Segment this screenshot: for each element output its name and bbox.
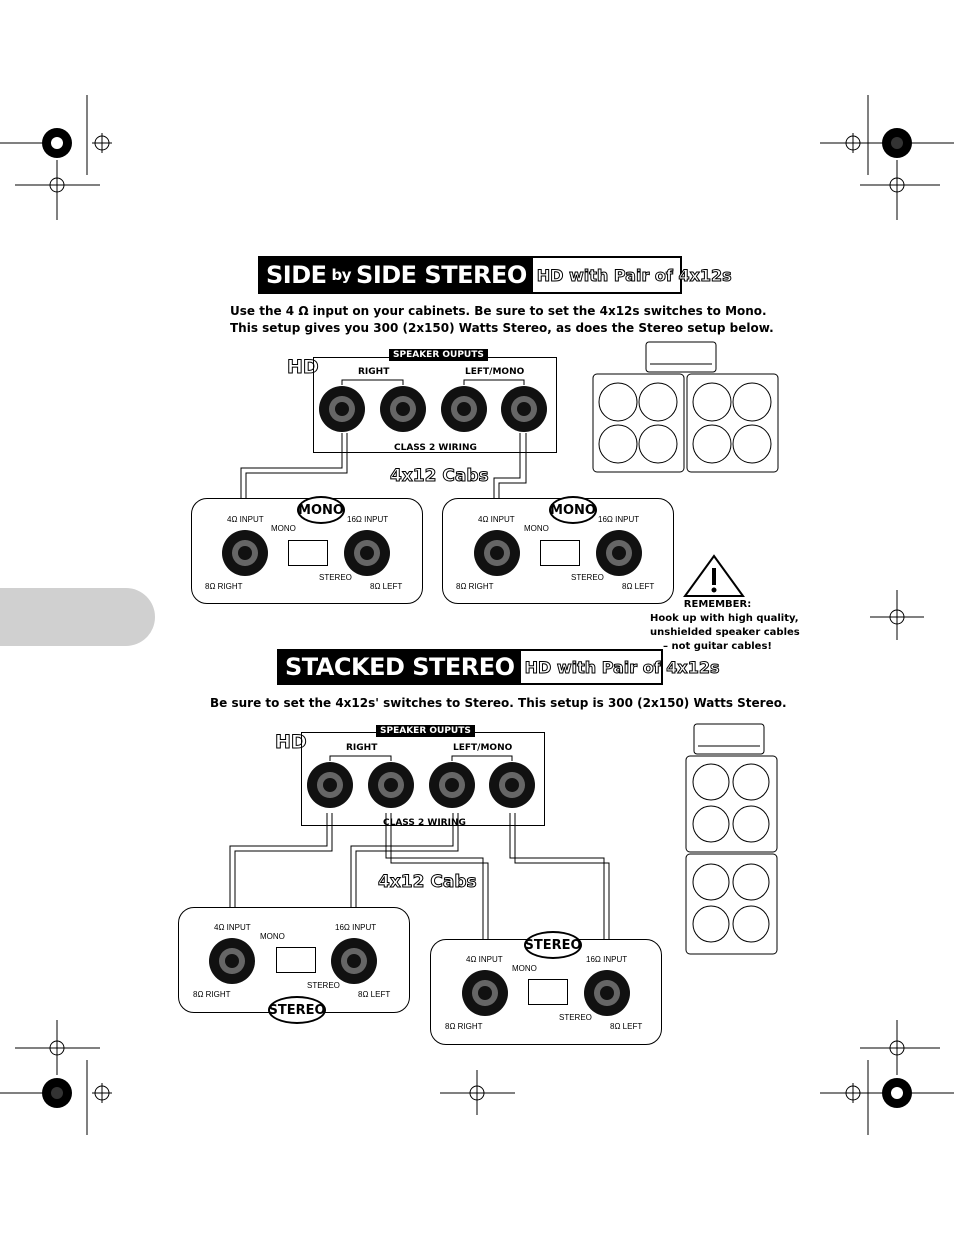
section2-subtitle: HD with Pair of 4x12s xyxy=(524,657,720,677)
instruction-line-1: Use the 4 Ω input on your cabinets. Be s… xyxy=(230,304,767,318)
mono-bubble: MONO xyxy=(297,496,345,524)
speaker-jack-right-2[interactable] xyxy=(368,762,414,808)
cab-jack-16ohm[interactable] xyxy=(331,938,377,984)
speaker-jack-left-1[interactable] xyxy=(429,762,475,808)
cab-jack-4ohm[interactable] xyxy=(209,938,255,984)
speaker-jack-right-2[interactable] xyxy=(380,386,426,432)
speaker-outputs-label: SPEAKER OUPUTS xyxy=(389,349,488,361)
mono-stereo-switch[interactable] xyxy=(288,540,328,566)
cab-jack-16ohm[interactable] xyxy=(344,530,390,576)
speaker-outputs-label: SPEAKER OUPUTS xyxy=(376,725,475,737)
class2-label: CLASS 2 WIRING xyxy=(383,818,466,828)
warning-icon xyxy=(683,554,745,597)
section1-subtitle: HD with Pair of 4x12s xyxy=(536,265,732,285)
section1-instructions: Use the 4 Ω input on your cabinets. Be s… xyxy=(230,303,774,337)
section1-title: SIDE by SIDE STEREO HD with Pair of 4x12… xyxy=(258,256,732,294)
section2-instructions: Be sure to set the 4x12s' switches to St… xyxy=(210,696,787,710)
cab-stereo-label: STEREO xyxy=(319,573,352,582)
cab-mono-label: MONO xyxy=(260,932,285,941)
cab-8ohm-left: 8Ω LEFT xyxy=(622,582,655,591)
remember-line-1: Hook up with high quality, xyxy=(650,613,799,624)
section2-title-main: STACKED STEREO xyxy=(279,651,521,683)
mono-stereo-switch[interactable] xyxy=(528,979,568,1005)
cab-jack-4ohm[interactable] xyxy=(222,530,268,576)
hd-tag: HD xyxy=(275,731,308,754)
cab-jack-16ohm[interactable] xyxy=(596,530,642,576)
speaker-jack-left-2[interactable] xyxy=(501,386,547,432)
title-side-stereo: SIDE STEREO xyxy=(356,261,527,289)
cab-stereo-label: STEREO xyxy=(307,981,340,990)
mono-stereo-switch[interactable] xyxy=(276,947,316,973)
cab-16ohm-input: 16Ω INPUT xyxy=(586,955,628,964)
remember-title: REMEMBER: xyxy=(683,599,752,610)
cab-8ohm-left: 8Ω LEFT xyxy=(358,990,391,999)
cab-jack-16ohm[interactable] xyxy=(584,970,630,1016)
cabs-tag: 4x12 Cabs xyxy=(378,872,478,893)
hd-tag: HD xyxy=(287,356,320,379)
speaker-jack-right-1[interactable] xyxy=(307,762,353,808)
cab-8ohm-left: 8Ω LEFT xyxy=(610,1022,643,1031)
cab-jack-4ohm[interactable] xyxy=(474,530,520,576)
instruction-line-2: This setup gives you 300 (2x150) Watts S… xyxy=(230,321,774,335)
cab-4ohm-input: 4Ω INPUT xyxy=(478,515,515,524)
cab-8ohm-right: 8Ω RIGHT xyxy=(193,990,231,999)
speaker-jack-left-1[interactable] xyxy=(441,386,487,432)
cab-mono-label: MONO xyxy=(271,524,296,533)
cab-8ohm-left: 8Ω LEFT xyxy=(370,582,403,591)
cabs-tag: 4x12 Cabs xyxy=(390,466,490,487)
cab-mono-label: MONO xyxy=(512,964,537,973)
left-mono-label: LEFT/MONO xyxy=(453,743,513,753)
right-label: RIGHT xyxy=(346,743,378,753)
right-label: RIGHT xyxy=(358,367,390,377)
title-side: SIDE xyxy=(266,261,327,289)
chapter-tab xyxy=(0,588,155,646)
cab-16ohm-input: 16Ω INPUT xyxy=(598,515,640,524)
cab-stereo-label: STEREO xyxy=(571,573,604,582)
stacked-cabinets-illustration xyxy=(685,723,778,955)
stereo-bubble: STEREO xyxy=(524,931,582,959)
side-by-side-cabinets-illustration xyxy=(592,341,779,473)
cab-8ohm-right: 8Ω RIGHT xyxy=(456,582,494,591)
cab-4ohm-input: 4Ω INPUT xyxy=(466,955,503,964)
remember-line-3: – not guitar cables! xyxy=(663,641,772,652)
stereo-bubble: STEREO xyxy=(268,996,326,1024)
section1-title-main: SIDE by SIDE STEREO xyxy=(260,258,533,292)
title-by: by xyxy=(331,266,352,284)
section2-title: STACKED STEREO HD with Pair of 4x12s xyxy=(277,649,720,685)
left-mono-label: LEFT/MONO xyxy=(465,367,525,377)
cab-16ohm-input: 16Ω INPUT xyxy=(335,923,377,932)
cab-jack-4ohm[interactable] xyxy=(462,970,508,1016)
cab-8ohm-right: 8Ω RIGHT xyxy=(445,1022,483,1031)
cab-16ohm-input: 16Ω INPUT xyxy=(347,515,389,524)
class2-label: CLASS 2 WIRING xyxy=(394,443,477,453)
cab-4ohm-input: 4Ω INPUT xyxy=(214,923,251,932)
mono-stereo-switch[interactable] xyxy=(540,540,580,566)
speaker-jack-left-2[interactable] xyxy=(489,762,535,808)
cab-mono-label: MONO xyxy=(524,524,549,533)
cab-4ohm-input: 4Ω INPUT xyxy=(227,515,264,524)
remember-note: REMEMBER: Hook up with high quality, uns… xyxy=(650,598,800,654)
mono-bubble: MONO xyxy=(549,496,597,524)
cab-8ohm-right: 8Ω RIGHT xyxy=(205,582,243,591)
cab-stereo-label: STEREO xyxy=(559,1013,592,1022)
remember-line-2: unshielded speaker cables xyxy=(650,627,800,638)
speaker-jack-right-1[interactable] xyxy=(319,386,365,432)
